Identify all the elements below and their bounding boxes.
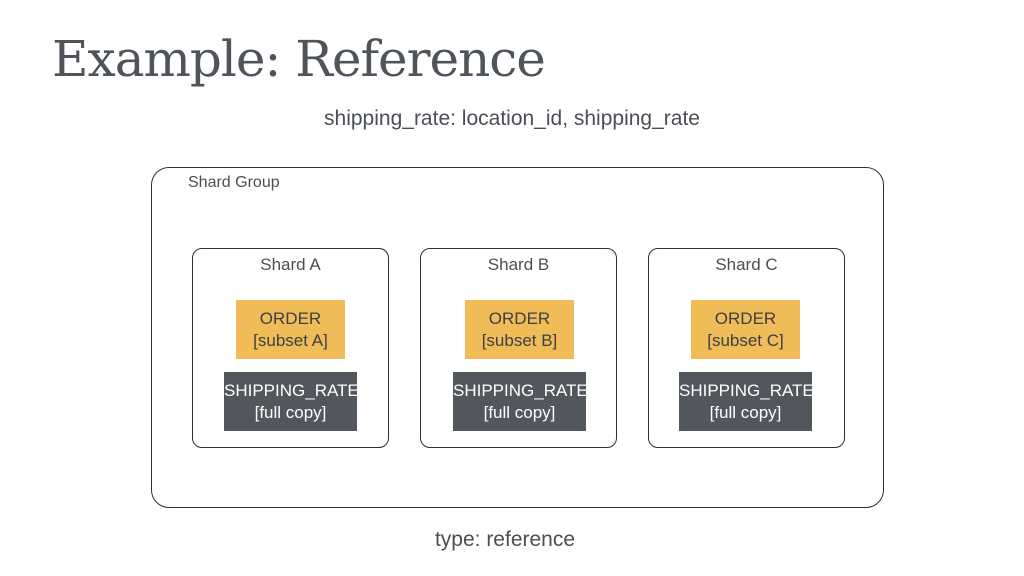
order-table-note: [subset C] [707,331,784,350]
shard-c: Shard C ORDER [subset C] SHIPPING_RATE [… [648,248,845,448]
shard-b: Shard B ORDER [subset B] SHIPPING_RATE [… [420,248,617,448]
order-table-note: [subset A] [253,331,328,350]
shard-c-order-table: ORDER [subset C] [691,300,800,359]
shipping-rate-table-name: SHIPPING_RATE [453,381,588,400]
shard-group: Shard Group Shard A ORDER [subset A] SHI… [151,167,884,508]
shipping-rate-table-note: [full copy] [709,403,782,422]
shard-a-label: Shard A [260,255,321,274]
order-table-note: [subset B] [481,331,558,350]
shard-a-order-table: ORDER [subset A] [236,300,345,359]
slide-title: Example: Reference [52,30,546,88]
shipping-rate-table-note: [full copy] [483,403,556,422]
shard-b-order-table: ORDER [subset B] [465,300,574,359]
shard-c-label: Shard C [715,255,778,274]
shard-c-shipping-rate-table: SHIPPING_RATE [full copy] [679,372,814,431]
order-table-name: ORDER [259,309,322,328]
table-type-caption: type: reference [434,528,576,551]
table-schema-caption: shipping_rate: location_id, shipping_rat… [324,107,700,130]
shard-group-label: Shard Group [188,174,280,191]
shard-b-label: Shard B [487,255,550,274]
order-table-name: ORDER [488,309,551,328]
shard-b-shipping-rate-table: SHIPPING_RATE [full copy] [453,372,588,431]
shard-a: Shard A ORDER [subset A] SHIPPING_RATE [… [192,248,389,448]
shipping-rate-table-name: SHIPPING_RATE [679,381,814,400]
shipping-rate-table-note: [full copy] [254,403,327,422]
shipping-rate-table-name: SHIPPING_RATE [224,381,359,400]
shard-a-shipping-rate-table: SHIPPING_RATE [full copy] [224,372,359,431]
order-table-name: ORDER [714,309,777,328]
